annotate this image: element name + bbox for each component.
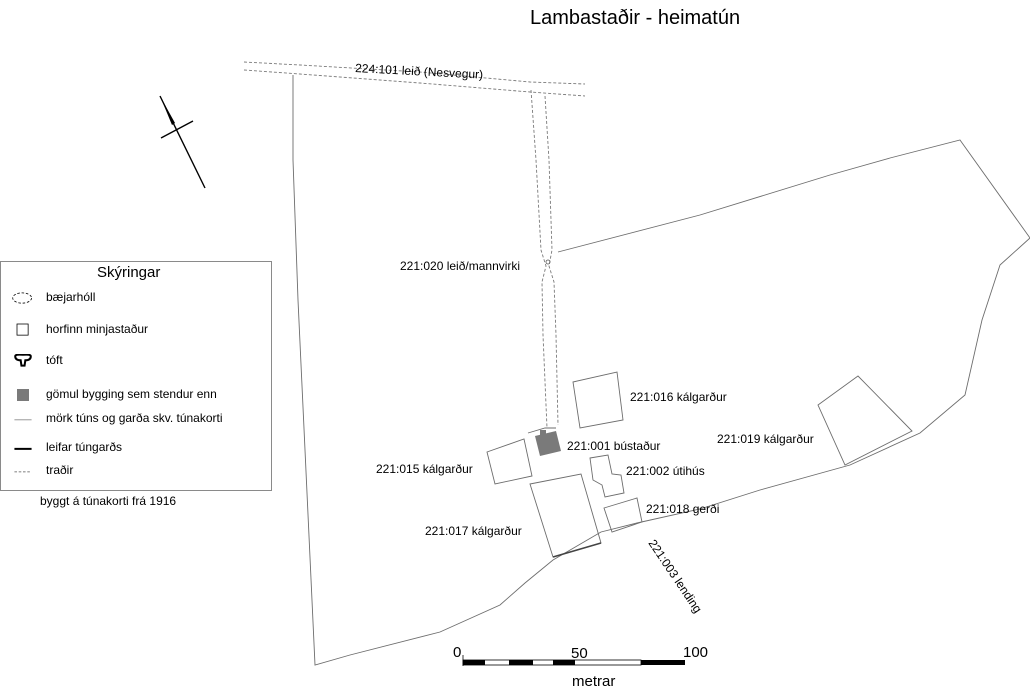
plot-s018 [603, 497, 643, 533]
label-road: 224:101 leið (Nesvegur) [355, 61, 484, 82]
label-s015: 221:015 kálgarður [376, 462, 473, 476]
map-title: Lambastaðir - heimatún [530, 7, 740, 29]
plot-s016 [572, 371, 624, 429]
dashed-ellipse-icon [12, 292, 32, 304]
legend-item-gomul: gömul bygging sem stendur enn [1, 385, 271, 403]
scale-bar [462, 655, 685, 666]
label-s017: 221:017 kálgarður [425, 524, 522, 538]
legend-item-horfinn: horfinn minjastaður [1, 320, 271, 338]
home-field-boundary [292, 75, 1030, 666]
legend-item-baejarholl: bæjarhóll [1, 288, 271, 306]
label-s002: 221:002 útihús [626, 464, 705, 478]
legend-label: traðir [46, 463, 74, 477]
label-s003: 221:003 lending [646, 537, 705, 616]
scale-tick-0: 0 [453, 644, 461, 661]
building-s001 [535, 430, 561, 456]
thin-line-icon [14, 419, 32, 421]
legend-label: leifar túngarðs [46, 440, 123, 454]
plot-s019 [817, 375, 913, 466]
north-arrow-icon [159, 95, 206, 189]
label-s020: 221:020 leið/mannvirki [400, 259, 520, 273]
legend-item-mork: mörk túns og garða skv. túnakorti [1, 409, 271, 427]
wall-s001 [527, 427, 556, 434]
trail-tradir [530, 89, 559, 429]
label-s018: 221:018 gerði [646, 502, 719, 516]
scale-tick-100: 100 [683, 644, 708, 661]
legend-caption: byggt á túnakorti frá 1916 [40, 494, 177, 508]
dashed-line-icon [14, 471, 32, 473]
label-s001: 221:001 bústaður [567, 439, 660, 453]
open-square-icon [16, 323, 29, 336]
legend: Skýringar bæjarhóll horfinn minjastaður … [0, 261, 272, 491]
scale-tick-50: 50 [571, 645, 588, 662]
plot-s017 [529, 473, 602, 558]
thick-line-icon [14, 447, 32, 450]
legend-label: tóft [46, 353, 63, 367]
legend-label: bæjarhóll [46, 290, 96, 304]
label-s019: 221:019 kálgarður [717, 432, 814, 446]
legend-label: horfinn minjastaður [46, 322, 149, 336]
label-s016: 221:016 kálgarður [630, 390, 727, 404]
legend-item-leifar: leifar túngarðs [1, 438, 271, 456]
ruin-icon [14, 354, 32, 367]
scale-unit: metrar [572, 673, 615, 690]
legend-item-toft: tóft [1, 351, 271, 369]
wall-remains-s017 [552, 542, 602, 558]
road-nesvegur [243, 61, 586, 97]
legend-label: gömul bygging sem stendur enn [46, 387, 217, 401]
legend-label: mörk túns og garða skv. túnakorti [46, 411, 223, 425]
filled-square-icon [17, 389, 29, 401]
legend-title: Skýringar [97, 264, 161, 281]
legend-item-tradir: traðir [1, 461, 271, 479]
plot-s015 [486, 438, 533, 485]
plot-s002 [589, 454, 625, 498]
